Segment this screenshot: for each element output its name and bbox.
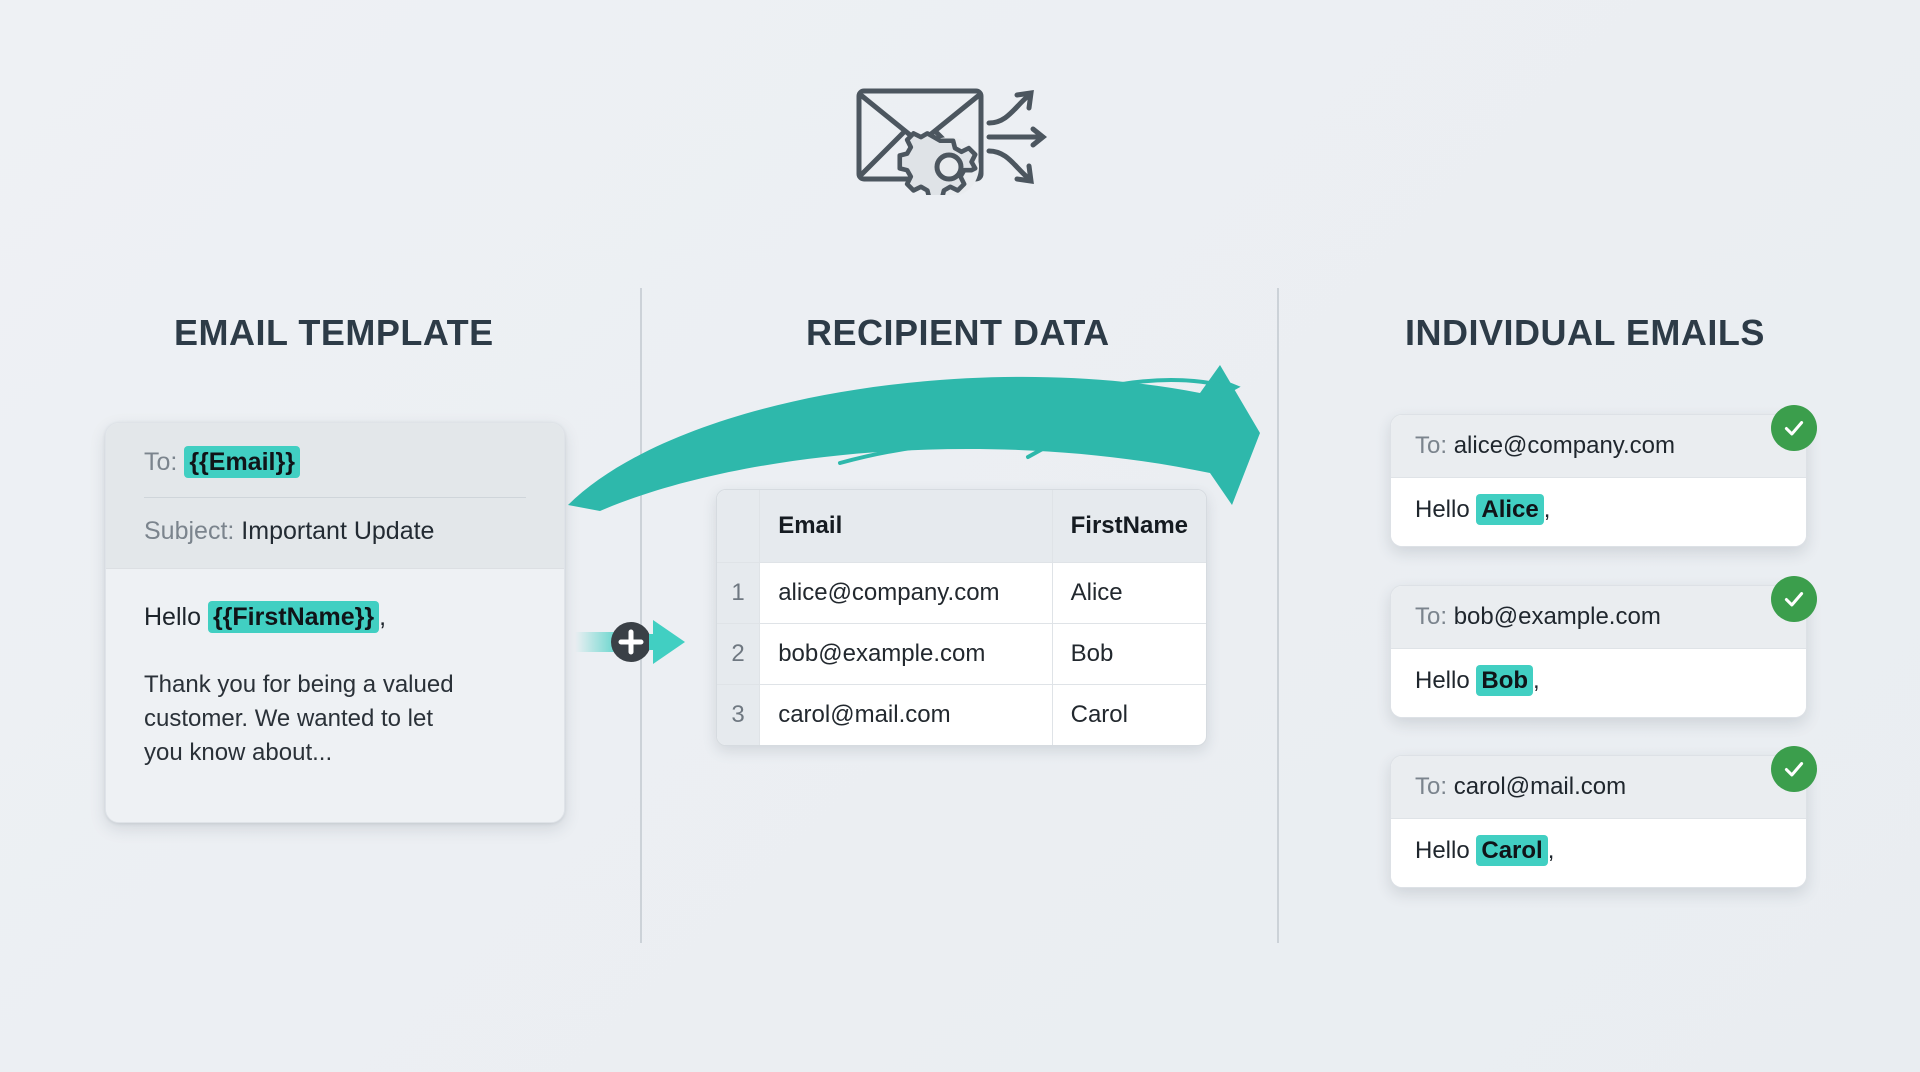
column-title-email-template: EMAIL TEMPLATE [174,312,494,353]
template-greeting-suffix: , [379,603,387,631]
column-title-recipient-data: RECIPIENT DATA [806,312,1110,353]
result-greeting-suffix: , [1543,496,1551,523]
result-greeting-prefix: Hello [1415,667,1470,694]
result-body: Hello Alice, [1391,478,1806,546]
table-row[interactable]: 1 alice@company.com Alice [717,562,1206,624]
table-header-index [717,490,761,563]
email-template-card: To: {{Email}} Subject: Important Update … [105,422,565,824]
template-divider [144,497,526,498]
row-email: carol@mail.com [759,684,1053,745]
table-header-email: Email [759,490,1053,563]
result-greeting-prefix: Hello [1415,496,1470,523]
result-greeting-suffix: , [1533,667,1540,694]
result-to-value: alice@company.com [1453,432,1676,459]
table-row[interactable]: 2 bob@example.com Bob [717,623,1206,685]
result-to-label: To: [1415,603,1448,630]
column-title-individual-emails: INDIVIDUAL EMAILS [1405,312,1765,353]
merge-arrow-icon [649,620,685,664]
table-header-firstname: FirstName [1052,490,1206,563]
template-subject-label: Subject: [144,517,235,545]
table-row[interactable]: 3 carol@mail.com Carol [717,684,1206,745]
column-divider-right [1277,288,1279,943]
template-subject-value: Important Update [241,517,435,545]
template-to-label: To: [144,448,178,476]
check-circle-icon [1771,576,1817,622]
template-body-text: Thank you for being a valued customer. W… [144,671,454,767]
row-index: 3 [717,684,761,745]
plus-circle-icon [611,622,651,662]
result-to-value: bob@example.com [1453,603,1661,630]
template-body: Hello {{FirstName}}, Thank you for being… [106,568,564,823]
result-to-row: To: carol@mail.com [1391,756,1806,819]
row-firstname: Carol [1070,701,1128,728]
result-to-value: carol@mail.com [1453,773,1627,800]
template-greeting-token: {{FirstName}} [207,601,380,633]
result-greeting-name: Bob [1476,665,1534,696]
template-greeting-line: Hello {{FirstName}}, [144,601,526,633]
result-card: To: carol@mail.com Hello Carol, [1390,755,1807,888]
result-body: Hello Carol, [1391,819,1806,887]
table-header-row: Email FirstName [717,490,1206,563]
result-body: Hello Bob, [1391,649,1806,717]
result-greeting-prefix: Hello [1415,837,1470,864]
template-to-row: To: {{Email}} [144,446,526,478]
row-email: bob@example.com [759,623,1053,685]
result-card: To: bob@example.com Hello Bob, [1390,585,1807,718]
template-greeting-prefix: Hello [144,603,201,631]
result-greeting-name: Alice [1476,494,1544,525]
row-firstname: Bob [1052,623,1206,685]
row-firstname: Alice [1052,562,1206,624]
row-index: 1 [717,562,761,624]
result-greeting-suffix: , [1547,837,1555,864]
result-to-label: To: [1415,432,1448,459]
template-to-token: {{Email}} [184,446,300,478]
row-index: 2 [717,623,761,685]
result-greeting-name: Carol [1476,835,1548,866]
template-header: To: {{Email}} Subject: Important Update [106,423,564,568]
result-to-row: To: bob@example.com [1391,586,1806,649]
column-divider-left [640,288,642,943]
recipient-data-table: Email FirstName 1 alice@company.com Alic… [716,489,1207,746]
result-card: To: alice@company.com Hello Alice, [1390,414,1807,547]
result-to-label: To: [1415,773,1448,800]
row-email: alice@company.com [759,562,1053,624]
template-subject-row: Subject: Important Update [144,516,526,546]
check-circle-icon [1771,405,1817,451]
merge-connector [575,612,695,672]
check-circle-icon [1771,746,1817,792]
envelope-gear-arrows-icon [855,75,1065,201]
result-to-row: To: alice@company.com [1391,415,1806,478]
